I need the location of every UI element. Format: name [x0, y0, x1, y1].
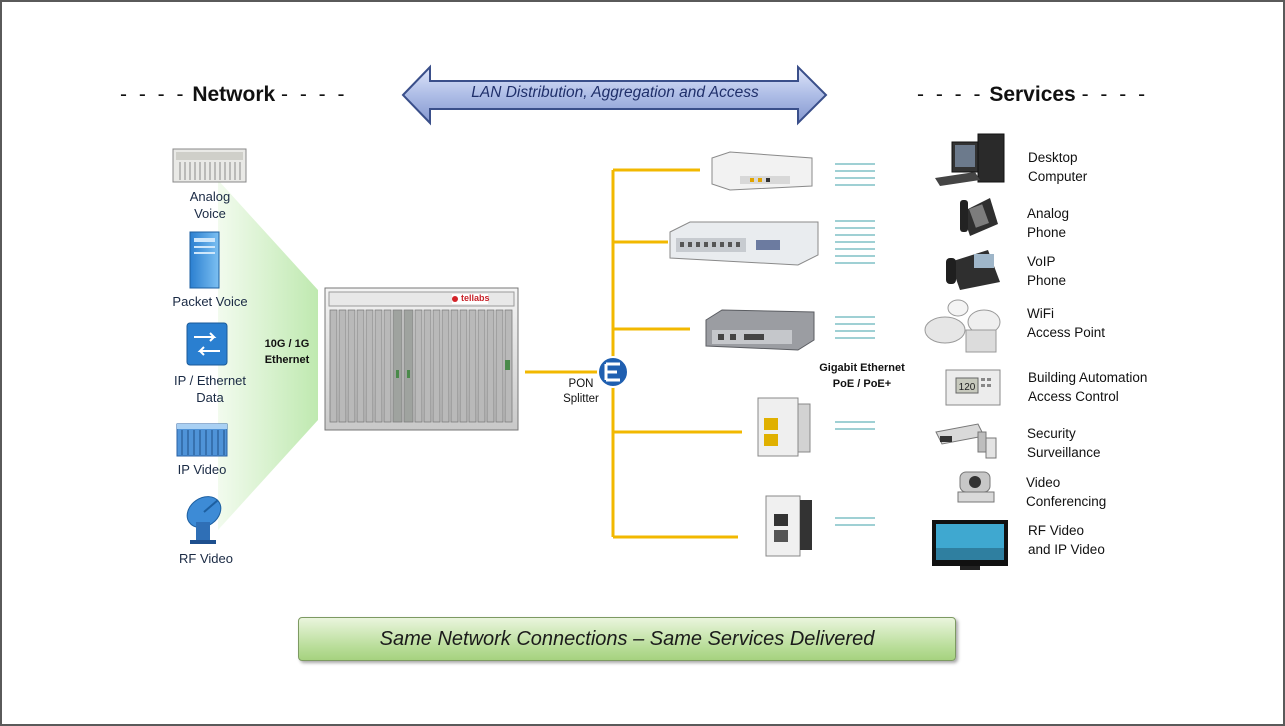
service-line1: Building Automation: [1028, 370, 1148, 385]
service-video-conferencing: Video Conferencing: [1026, 473, 1106, 511]
service-line2: Conferencing: [1026, 494, 1107, 509]
ip-video-rack-icon: [176, 423, 228, 457]
pon-splitter-label: PON Splitter: [556, 377, 606, 407]
olt-chassis-icon: [324, 287, 519, 431]
ont-gateway-icon: [705, 309, 815, 351]
services-header-title: Services: [989, 83, 1076, 106]
network-item-line2: Voice: [194, 206, 226, 221]
aggregation-fan: [218, 180, 318, 530]
service-wifi-access-point: WiFi Access Point: [1027, 304, 1105, 342]
flat-tv-icon: [932, 520, 1008, 570]
ethernet-uplink-line1: 10G / 1G: [264, 338, 310, 350]
olt-brand-label: tellabs: [461, 293, 490, 303]
service-desktop-computer: Desktop Computer: [1028, 148, 1087, 186]
network-item-line1: Analog: [189, 189, 231, 204]
analog-phone-icon: [960, 198, 998, 236]
network-item-ip-ethernet-data: IP / Ethernet Data: [160, 372, 260, 406]
service-building-automation: Building Automation Access Control: [1028, 368, 1147, 406]
network-header-title: Network: [192, 83, 276, 106]
service-line2: Phone: [1027, 273, 1067, 288]
ont-wall-plate-icon: [765, 495, 812, 557]
service-voip-phone: VoIP Phone: [1027, 252, 1066, 290]
service-line1: Video: [1026, 475, 1061, 490]
service-line2: and IP Video: [1028, 542, 1105, 557]
network-item-line2: Data: [196, 390, 224, 405]
service-line1: Analog: [1027, 206, 1070, 221]
service-security-surveillance: Security Surveillance: [1027, 424, 1101, 462]
ethernet-switch-icon: [186, 322, 228, 366]
services-header: - - - - Services - - - -: [917, 83, 1148, 107]
gige-label-line1: Gigabit Ethernet: [819, 362, 905, 374]
network-item-rf-video: RF Video: [166, 550, 246, 567]
service-analog-phone: Analog Phone: [1027, 204, 1069, 242]
service-line2: Access Control: [1028, 389, 1119, 404]
summary-banner-text: Same Network Connections – Same Services…: [379, 627, 875, 650]
network-item-analog-voice: Analog Voice: [170, 188, 250, 222]
services-header-dashes-left: - - - -: [917, 83, 984, 106]
lan-double-arrow: [401, 64, 828, 126]
gige-label-line2: PoE / PoE+: [832, 378, 892, 390]
pon-label-line1: PON: [568, 378, 594, 390]
lan-arrow-label: LAN Distribution, Aggregation and Access: [471, 84, 759, 101]
network-header-dashes-right: - - - -: [281, 83, 348, 106]
service-line1: RF Video: [1028, 523, 1085, 538]
service-line2: Access Point: [1027, 325, 1106, 340]
network-item-line1: Packet Voice: [172, 294, 248, 309]
ethernet-uplink-line2: Ethernet: [264, 354, 310, 366]
pon-splitter-icon: [597, 356, 629, 388]
service-line1: WiFi: [1027, 306, 1054, 321]
network-item-ip-video: IP Video: [162, 461, 242, 478]
service-line1: VoIP: [1027, 254, 1056, 269]
network-item-line1: IP / Ethernet: [173, 373, 247, 388]
ont-desktop-icon: [711, 151, 813, 191]
security-camera-icon: [935, 423, 997, 459]
network-header-dashes-left: - - - -: [120, 83, 187, 106]
gige-poe-label: Gigabit Ethernet PoE / PoE+: [812, 360, 912, 392]
ethernet-uplink-label: 10G / 1G Ethernet: [262, 336, 312, 368]
service-line1: Security: [1027, 426, 1076, 441]
wifi-access-point-icon: [924, 299, 1001, 353]
service-line2: Surveillance: [1027, 445, 1101, 460]
voip-phone-icon: [946, 250, 1000, 290]
video-conference-camera-icon: [957, 471, 995, 503]
satellite-dish-icon: [186, 496, 222, 544]
fiber-lines: [525, 168, 742, 539]
summary-banner: Same Network Connections – Same Services…: [298, 617, 956, 661]
thermostat-display: 120: [959, 382, 976, 393]
thermostat-icon: 120: [945, 369, 1001, 406]
service-rf-ip-video: RF Video and IP Video: [1028, 521, 1105, 559]
service-line2: Phone: [1027, 225, 1067, 240]
ont-rack-switch-icon: [669, 221, 819, 266]
network-item-packet-voice: Packet Voice: [160, 293, 260, 310]
ethernet-stubs: [835, 163, 875, 526]
network-item-line1: IP Video: [177, 462, 227, 477]
pon-label-line2: Splitter: [563, 393, 599, 405]
service-line1: Desktop: [1028, 150, 1078, 165]
analog-voice-shelf-icon: [172, 148, 247, 183]
network-header: - - - - Network - - - -: [120, 83, 348, 107]
services-header-dashes-right: - - - -: [1081, 83, 1149, 106]
network-item-line1: RF Video: [179, 551, 233, 566]
service-line2: Computer: [1028, 169, 1088, 184]
desktop-computer-icon: [935, 133, 1005, 186]
ont-din-rail-icon: [757, 397, 811, 457]
packet-voice-server-icon: [189, 231, 220, 289]
